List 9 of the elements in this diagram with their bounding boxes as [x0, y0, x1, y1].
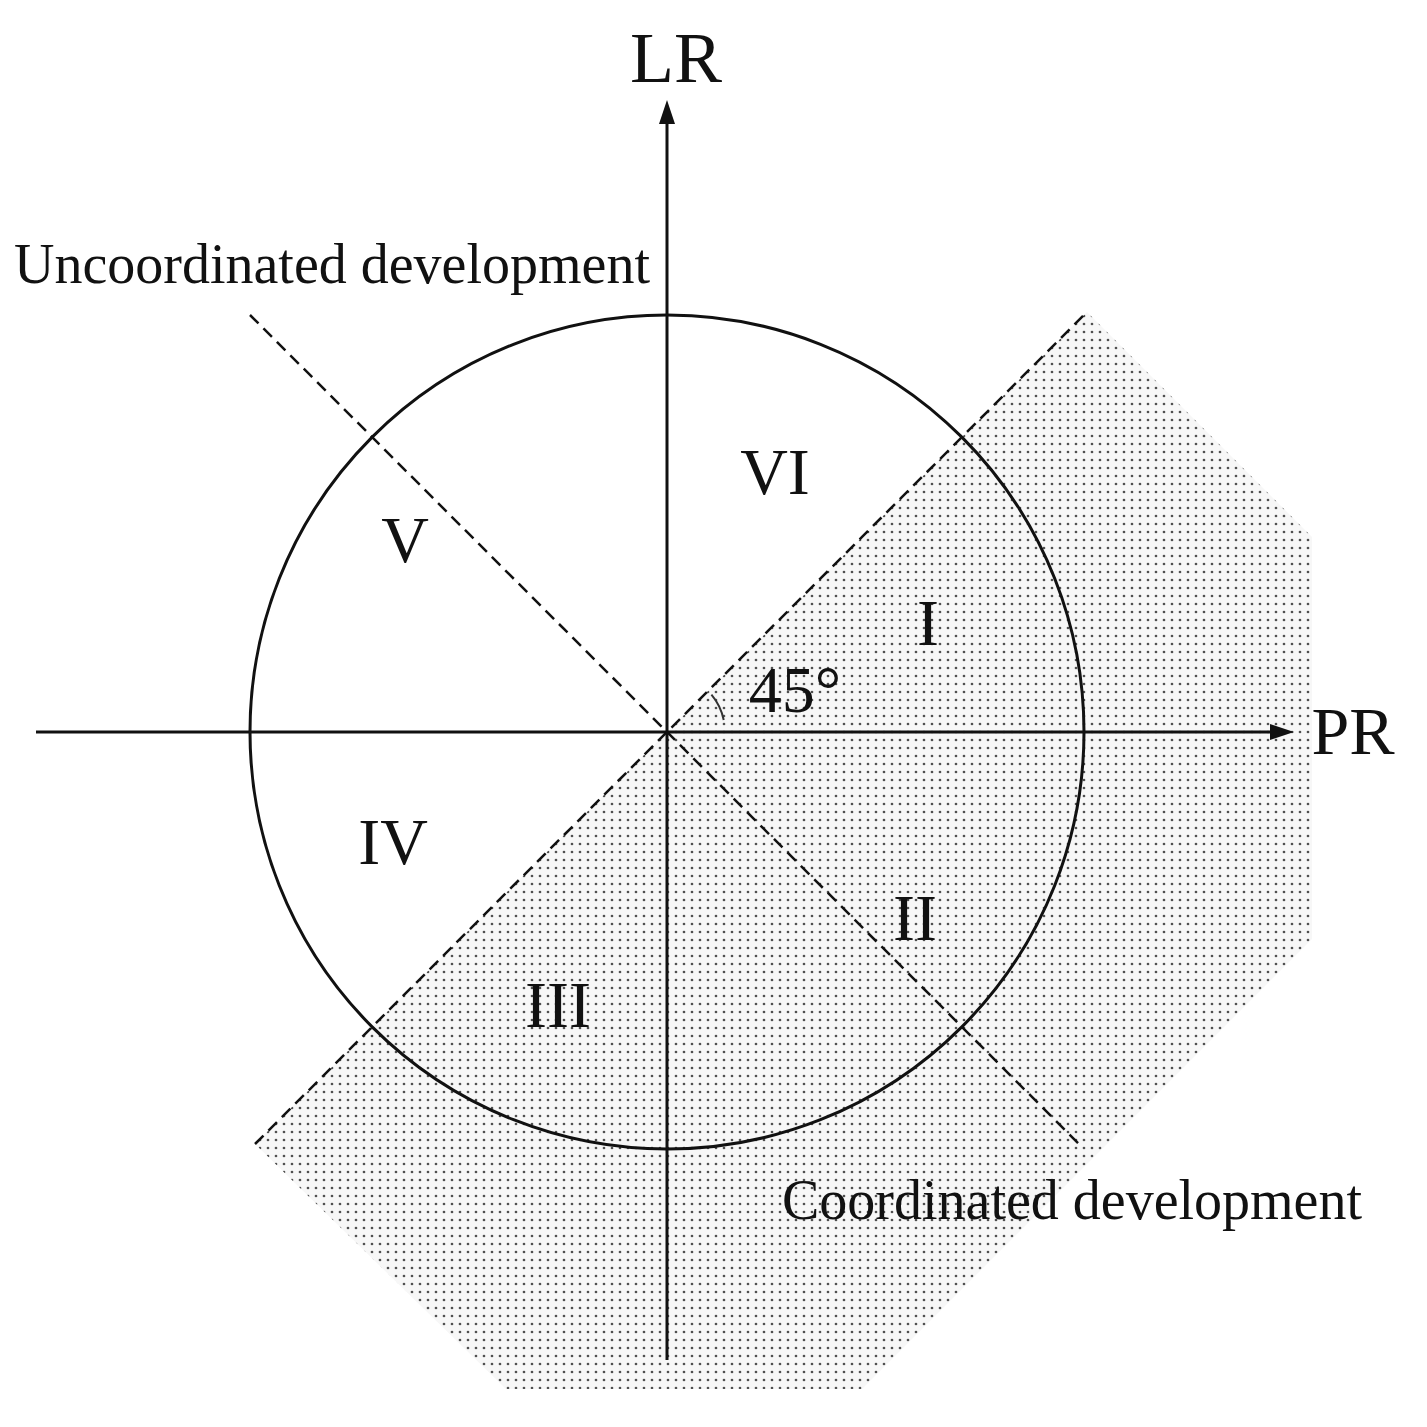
- region-label: VI: [740, 439, 810, 505]
- angle-label: 45°: [748, 657, 842, 723]
- region-label: II: [893, 885, 937, 951]
- axis-label: PR: [1311, 697, 1395, 765]
- region-label: III: [525, 972, 591, 1038]
- axis-label: LR: [630, 22, 722, 94]
- region-label: I: [917, 590, 939, 656]
- region-label: IV: [358, 809, 428, 875]
- region-label: V: [381, 507, 429, 573]
